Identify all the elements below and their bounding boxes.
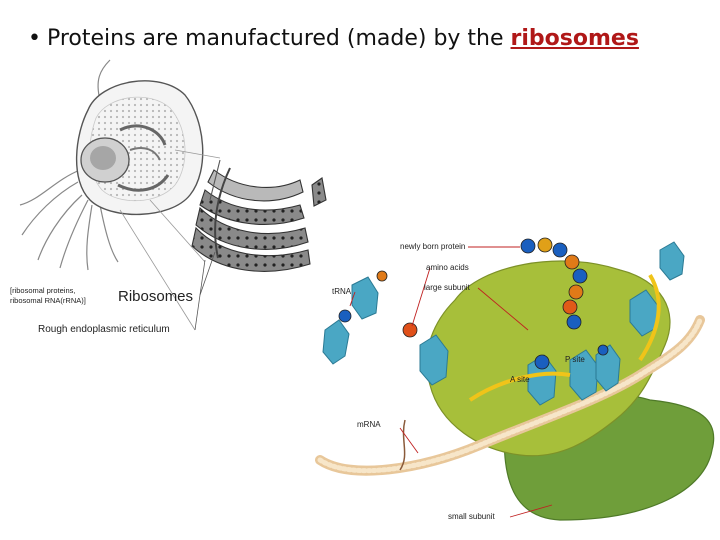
cell-body xyxy=(75,80,204,216)
movement-arrows xyxy=(468,273,661,402)
ribosome-pointers xyxy=(194,251,216,331)
a-site-label: A site xyxy=(510,375,530,384)
ribosomes-note-line2: ribosomal RNA(rRNA)] xyxy=(10,296,86,305)
amino-acid-chain xyxy=(338,237,609,370)
flagella xyxy=(19,59,119,271)
newly-born-protein-label: newly born protein xyxy=(400,242,466,251)
title-text: Proteins are manufactured (made) by the xyxy=(46,26,511,51)
ribosomes-label: Ribosomes xyxy=(118,288,194,305)
rough-er-label: Rough endoplasmic reticulum xyxy=(38,324,170,335)
slide-title: •Proteins are manufactured (made) by the… xyxy=(28,26,639,51)
title-highlight: ribosomes xyxy=(510,26,639,51)
projection-lines xyxy=(119,149,221,331)
ribosomes-note-line1: [ribosomal proteins, xyxy=(10,286,76,295)
trna-molecules xyxy=(322,241,685,406)
rough-er-zoom xyxy=(191,159,327,272)
leader-lines xyxy=(349,246,553,518)
amino-acids-label: amino acids xyxy=(426,263,469,272)
trna-label: tRNA xyxy=(332,287,352,296)
bullet: • xyxy=(28,26,41,51)
large-subunit-label: large subunit xyxy=(424,283,470,292)
p-site-label: P site xyxy=(565,355,585,364)
small-subunit-label: small subunit xyxy=(448,512,495,521)
mrna-label: mRNA xyxy=(357,420,381,429)
